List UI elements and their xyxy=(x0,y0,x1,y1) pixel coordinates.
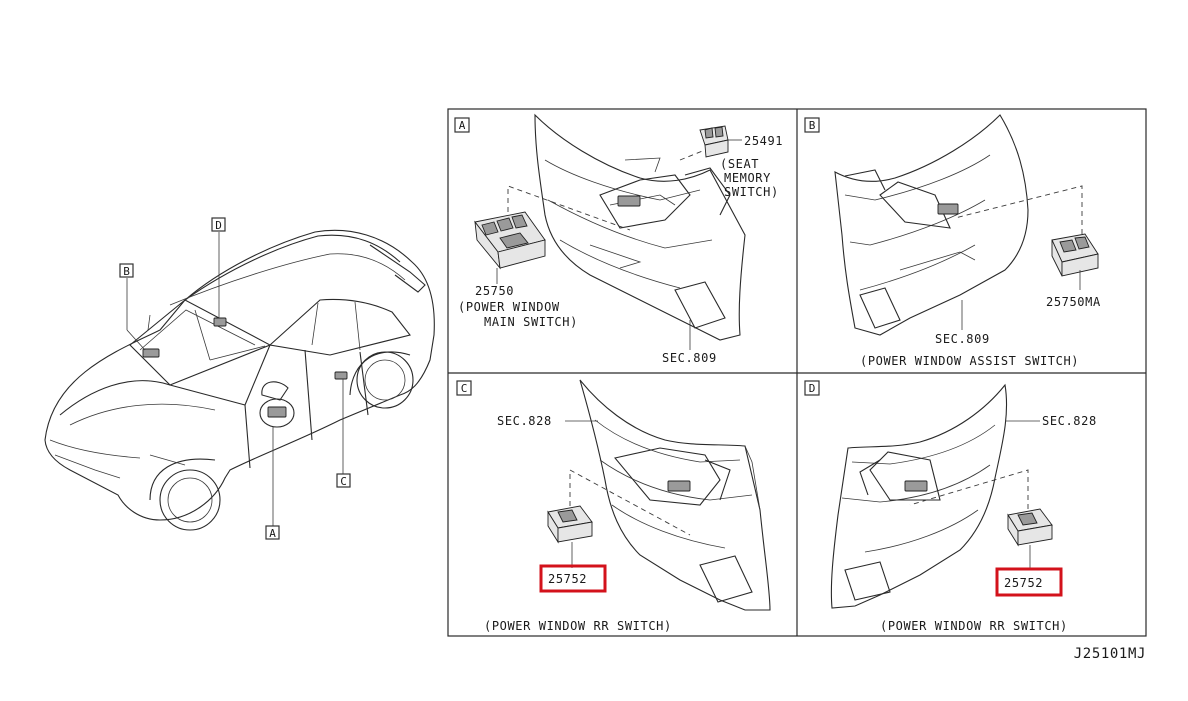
panel-b-tag: B xyxy=(804,117,820,133)
svg-text:25750MA: 25750MA xyxy=(1046,295,1101,309)
rear-left-door-trim xyxy=(579,379,771,611)
front-left-door-trim xyxy=(534,113,746,341)
svg-text:C: C xyxy=(340,475,347,488)
svg-text:25752: 25752 xyxy=(548,572,587,586)
svg-text:C: C xyxy=(461,382,468,395)
svg-text:D: D xyxy=(809,382,816,395)
car-tag-c: C xyxy=(336,473,351,488)
panel-a-tag: A xyxy=(454,117,470,133)
svg-text:SWITCH): SWITCH) xyxy=(724,185,779,199)
svg-text:25750: 25750 xyxy=(475,284,514,298)
power-window-rr-switch-d xyxy=(1007,508,1053,547)
rear-right-door-trim xyxy=(830,383,1008,609)
diagram-code: J25101MJ xyxy=(1074,646,1146,662)
svg-text:B: B xyxy=(123,265,130,278)
panel-d-tag: D xyxy=(804,380,820,396)
car-tag-d: D xyxy=(211,217,226,232)
car-overview: B D C A xyxy=(44,217,435,540)
highlight-part-c xyxy=(539,564,607,593)
svg-text:SEC.828: SEC.828 xyxy=(497,414,552,428)
svg-text:D: D xyxy=(215,219,222,232)
car-tag-a: A xyxy=(265,525,280,540)
panel-grid xyxy=(447,108,1147,637)
svg-text:B: B xyxy=(809,119,816,132)
svg-text:SEC.809: SEC.809 xyxy=(662,351,717,365)
svg-text:A: A xyxy=(269,527,276,540)
panel-d: D 25752 SEC.828 (POWER WINDOW RR SWITCH) xyxy=(804,380,1097,633)
svg-text:SEC.828: SEC.828 xyxy=(1042,414,1097,428)
svg-text:25491: 25491 xyxy=(744,134,783,148)
svg-text:A: A xyxy=(459,119,466,132)
svg-text:(POWER WINDOW: (POWER WINDOW xyxy=(458,300,560,314)
car-tag-b: B xyxy=(119,263,134,278)
svg-text:25752: 25752 xyxy=(1004,576,1043,590)
panel-a: A 25491 (SEAT MEMORY SWITCH) xyxy=(454,113,783,365)
seat-memory-switch xyxy=(699,125,729,158)
panel-c-tag: C xyxy=(456,380,472,396)
svg-text:(POWER WINDOW ASSIST SWITCH): (POWER WINDOW ASSIST SWITCH) xyxy=(860,354,1079,368)
svg-text:(POWER WINDOW RR SWITCH): (POWER WINDOW RR SWITCH) xyxy=(880,619,1068,633)
svg-text:MAIN SWITCH): MAIN SWITCH) xyxy=(484,315,578,329)
power-window-assist-switch xyxy=(1051,233,1099,277)
power-window-rr-switch-c xyxy=(547,505,593,544)
highlight-part-d xyxy=(995,567,1063,597)
power-window-main-switch xyxy=(474,211,546,270)
svg-text:MEMORY: MEMORY xyxy=(724,171,771,185)
svg-text:SEC.809: SEC.809 xyxy=(935,332,990,346)
svg-text:(SEAT: (SEAT xyxy=(720,157,759,171)
svg-text:(POWER WINDOW RR SWITCH): (POWER WINDOW RR SWITCH) xyxy=(484,619,672,633)
panel-b: B 25750MA SEC.809 (POWER WINDOW ASSIST S… xyxy=(804,114,1101,368)
panel-c: C 25752 SEC.828 (POWER WINDOW RR SWITCH) xyxy=(456,379,771,633)
front-right-door-trim xyxy=(834,114,1029,336)
